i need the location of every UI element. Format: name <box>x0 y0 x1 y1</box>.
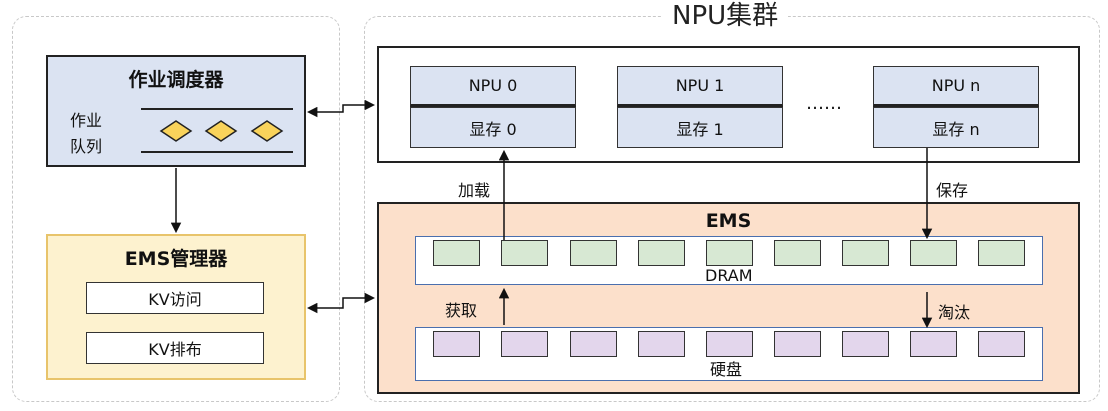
disk-block <box>706 331 753 357</box>
npu-n-memory: 显存 n <box>873 107 1039 148</box>
scheduler-npu-arrow <box>306 99 376 118</box>
dram-block <box>842 240 889 266</box>
dram-block <box>570 240 617 266</box>
ems-manager: EMS管理器 KV访问 KV排布 <box>46 234 306 380</box>
disk-label: 硬盘 <box>710 360 743 379</box>
manager-ems-arrow <box>306 292 376 314</box>
npu-1-memory: 显存 1 <box>617 107 783 148</box>
job-scheduler: 作业调度器 作业 队列 <box>46 55 306 167</box>
kv-access-box: KV访问 <box>86 282 264 314</box>
disk-block <box>501 331 548 357</box>
cluster-title: NPU集群 <box>662 1 789 31</box>
queue-job-diamond <box>204 120 238 142</box>
ems-title: EMS <box>705 210 752 232</box>
queue-label-line2: 队列 <box>70 137 103 156</box>
disk-block <box>842 331 889 357</box>
npu-0-label: NPU 0 <box>410 66 576 107</box>
dram-block <box>501 240 548 266</box>
queue-job-diamond <box>250 120 284 142</box>
dram-block <box>638 240 685 266</box>
evict-label: 淘汰 <box>938 303 971 322</box>
npu-ellipsis: …… <box>806 93 842 114</box>
disk-block <box>433 331 480 357</box>
dram-label: DRAM <box>705 266 753 285</box>
save-label: 保存 <box>936 181 969 200</box>
disk-block <box>978 331 1025 357</box>
queue-job-diamond <box>159 120 193 142</box>
dram-block <box>706 240 753 266</box>
dram-block <box>978 240 1025 266</box>
disk-block <box>774 331 821 357</box>
queue-label-line1: 作业 <box>70 111 103 130</box>
load-label: 加载 <box>458 181 491 200</box>
npu-n-label: NPU n <box>873 66 1039 107</box>
dram-block <box>433 240 480 266</box>
kv-layout-box: KV排布 <box>86 332 264 364</box>
fetch-label: 获取 <box>445 301 478 320</box>
dram-block <box>774 240 821 266</box>
dram-block <box>910 240 957 266</box>
npu-0-memory: 显存 0 <box>410 107 576 148</box>
scheduler-title: 作业调度器 <box>128 69 224 91</box>
disk-block <box>638 331 685 357</box>
disk-block <box>910 331 957 357</box>
left-panel <box>12 16 340 402</box>
npu-1-label: NPU 1 <box>617 66 783 107</box>
disk-block <box>570 331 617 357</box>
ems-manager-title: EMS管理器 <box>124 248 228 270</box>
